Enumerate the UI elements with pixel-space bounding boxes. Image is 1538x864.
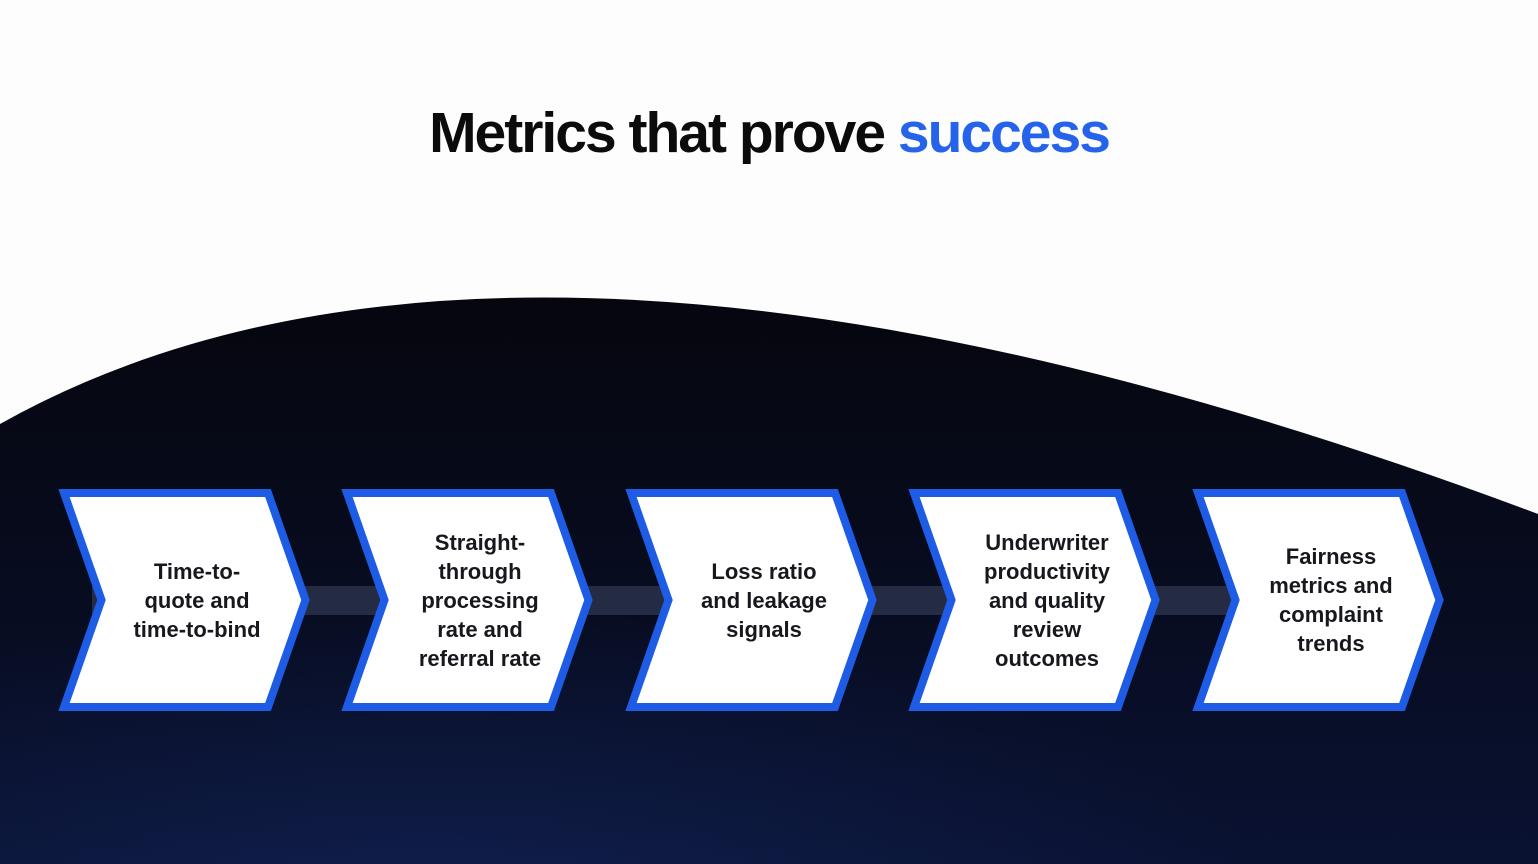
chevron-arrow-shape xyxy=(908,489,1160,711)
step-label-line: signals xyxy=(726,616,802,642)
step-label-line: Fairness xyxy=(1285,544,1377,569)
chevron-arrow-shape xyxy=(341,489,593,711)
process-step-5: Fairness metrics and complaint trends xyxy=(1192,489,1444,711)
title-text: Metrics that prove xyxy=(429,101,886,165)
step-label-line: quote and xyxy=(144,587,250,613)
step-label-line: metrics and xyxy=(1269,573,1393,598)
step-label-line: through xyxy=(438,558,522,584)
chevron-arrow-shape xyxy=(625,489,877,711)
chevron-arrow-shape xyxy=(1192,489,1444,711)
title-highlight: success xyxy=(897,101,1111,165)
step-label: Loss ratio and leakage signals xyxy=(627,489,877,711)
step-label: Fairness metrics and complaint trends xyxy=(1194,489,1444,711)
step-label-line: trends xyxy=(1297,631,1365,656)
step-label-line: Underwriter xyxy=(985,529,1109,555)
chevron-arrow-shape xyxy=(58,489,310,711)
slide-title: Metrics that prove success xyxy=(0,102,1538,164)
step-label-line: Time-to- xyxy=(153,558,241,584)
step-label: Time-to- quote and time-to-bind xyxy=(60,489,310,711)
step-label: Underwriter productivity and quality rev… xyxy=(910,489,1160,711)
step-label-line: review xyxy=(1012,616,1082,642)
step-label-line: productivity xyxy=(984,558,1110,584)
step-label-line: Loss ratio xyxy=(711,558,817,584)
process-step-4: Underwriter productivity and quality rev… xyxy=(908,489,1160,711)
step-label-line: referral rate xyxy=(418,645,542,671)
step-label: Straight- through processing rate and re… xyxy=(343,489,593,711)
process-step-1: Time-to- quote and time-to-bind xyxy=(58,489,310,711)
step-label-line: rate and xyxy=(437,616,523,642)
step-label-line: and leakage xyxy=(701,587,827,613)
step-label-line: processing xyxy=(421,587,539,613)
step-label-line: time-to-bind xyxy=(133,616,261,642)
step-label-line: Straight- xyxy=(434,529,526,555)
step-label-line: outcomes xyxy=(995,645,1099,671)
step-label-line: complaint xyxy=(1279,602,1383,627)
step-label-line: and quality xyxy=(988,587,1106,613)
process-step-3: Loss ratio and leakage signals xyxy=(625,489,877,711)
process-step-2: Straight- through processing rate and re… xyxy=(341,489,593,711)
